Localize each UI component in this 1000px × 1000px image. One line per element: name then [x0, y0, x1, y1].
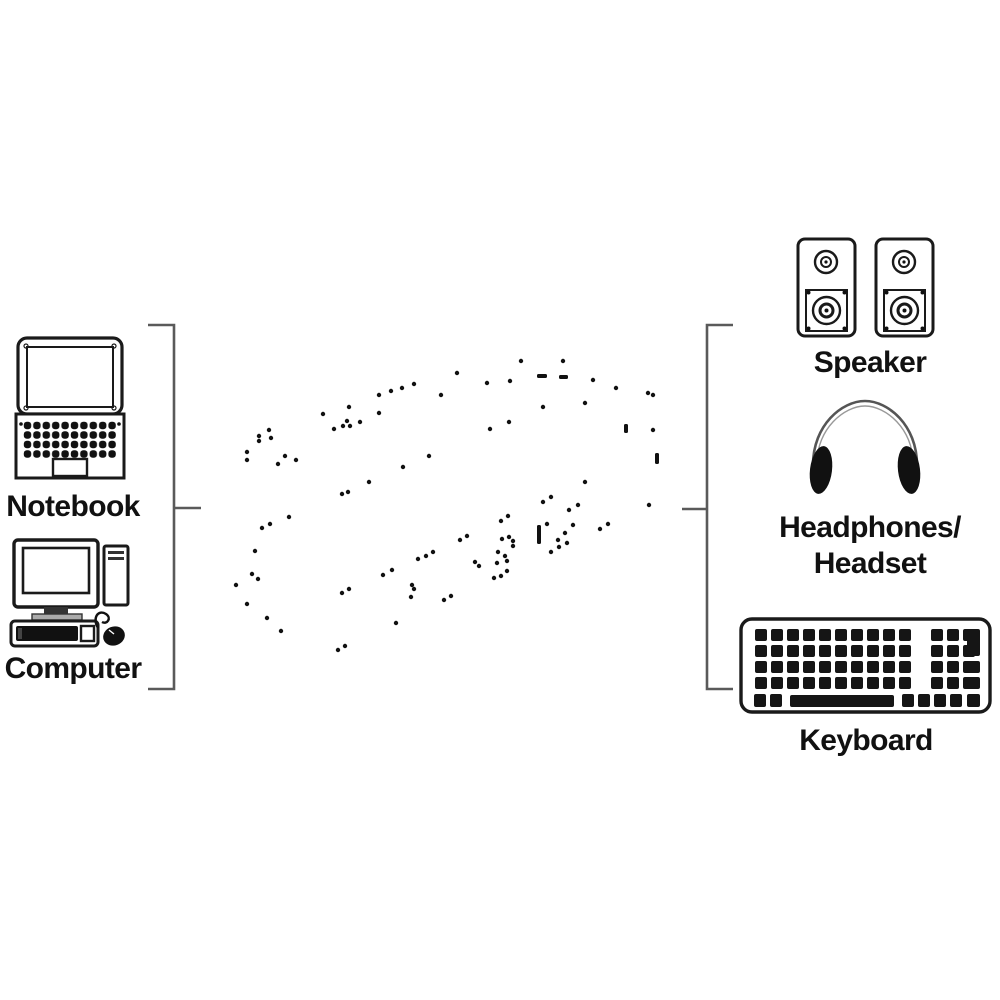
headphones-icon: [800, 393, 930, 501]
computer-icon: [8, 535, 133, 650]
keyboard-icon: [738, 616, 994, 715]
speaker-label: Speaker: [813, 346, 927, 379]
cable-dots-icon: [233, 358, 659, 653]
notebook-icon: [14, 336, 126, 480]
computer-label: Computer: [4, 652, 142, 685]
bracket-right-icon: [682, 323, 733, 691]
headphones-label-line1: Headphones/: [779, 511, 961, 544]
headphones-label: Headphones/ Headset: [745, 510, 995, 582]
headphones-label-line2: Headset: [813, 547, 927, 580]
notebook-label: Notebook: [6, 490, 140, 523]
speaker-left-icon: [796, 237, 857, 338]
keyboard-label: Keyboard: [799, 724, 933, 757]
bracket-left-icon: [148, 323, 201, 691]
speaker-right-icon: [874, 237, 935, 338]
